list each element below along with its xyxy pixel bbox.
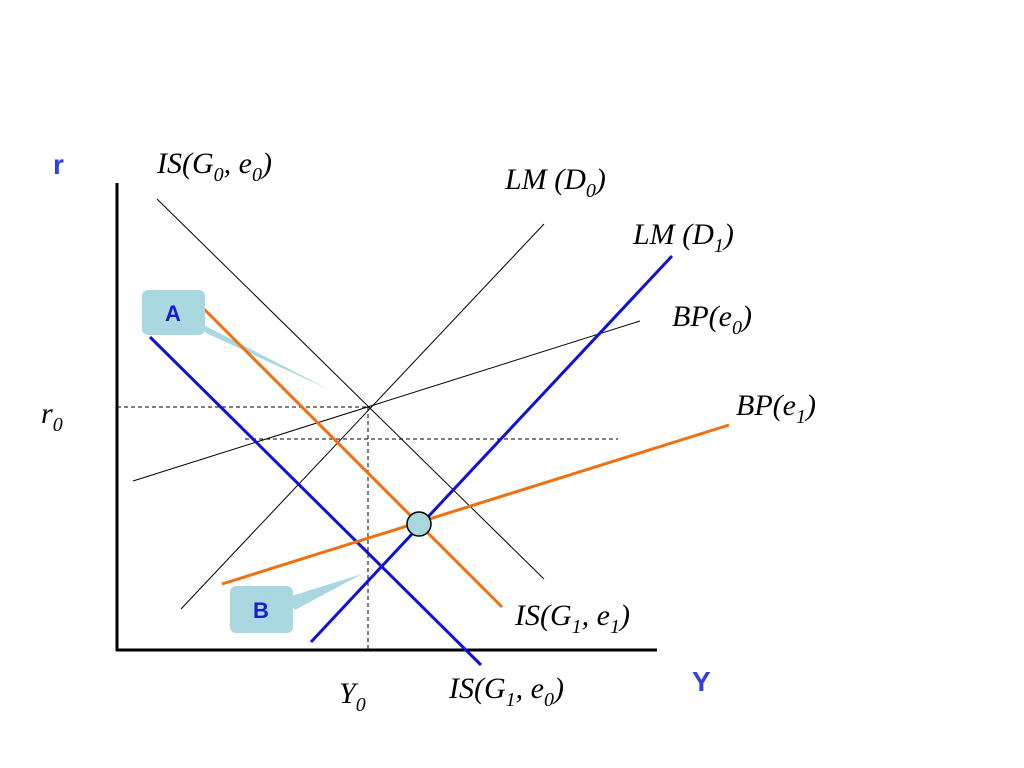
is-g1-e0-pre: IS <box>448 672 474 705</box>
lm-d1-pre: LM <box>632 218 677 251</box>
y0-label: Y0 <box>339 677 366 716</box>
y0-label-sub: 0 <box>356 694 366 716</box>
is-g0-e0-a: G <box>192 147 214 180</box>
is-g1-e0-sep: , <box>516 672 531 705</box>
callout-b-pointer <box>285 574 362 610</box>
is-g1-e1-sep: , <box>582 599 597 632</box>
lm-d1-close: ) <box>722 218 734 251</box>
bp-e0-open: ( <box>709 300 721 333</box>
lm-d0-pre: LM <box>504 163 549 196</box>
is-g1-e0-b: e <box>531 672 544 705</box>
bp-e0-pre: BP <box>672 300 709 333</box>
bp-e1-curve <box>221 423 730 586</box>
callout-a-label: A <box>165 301 181 326</box>
lm-d0-close: ) <box>594 163 606 196</box>
bp-e0-a: e <box>719 300 732 333</box>
is-g0-e0-label: IS(G0, e0) <box>156 147 272 186</box>
is-g0-e0-b-sub: 0 <box>252 164 262 186</box>
bp-e1-pre: BP <box>736 389 773 422</box>
bp-e0-curve <box>132 320 641 482</box>
lm-d1-curve <box>309 254 674 644</box>
callout-b-box <box>230 586 293 633</box>
is-g0-e0-a-sub: 0 <box>214 164 224 186</box>
is-g1-e1-a: G <box>550 599 572 632</box>
lm-d0-label: LM (D0) <box>504 163 606 202</box>
lm-d1-label: LM (D1) <box>632 218 734 257</box>
lm-d1-a: D <box>691 218 714 251</box>
bp-e1-close: ) <box>804 389 816 422</box>
lm-d1-open: ( <box>675 218 695 251</box>
lm-d0-curve <box>180 223 545 610</box>
y0-label-base: Y <box>339 677 359 710</box>
lm-d1-a-sub: 1 <box>714 235 724 257</box>
is-g1-e0-b-sub: 0 <box>544 689 554 711</box>
is-g0-e0-curve <box>156 198 545 580</box>
x-axis-label: Y <box>692 666 711 697</box>
r0-label: r0 <box>41 397 63 436</box>
bp-e1-label: BP(e1) <box>736 389 816 428</box>
y-axis-label: r <box>53 149 64 180</box>
is-g1-e1-label: IS(G1, e1) <box>514 599 630 638</box>
is-g1-e1-b-sub: 1 <box>610 616 620 638</box>
bp-e0-a-sub: 0 <box>732 317 742 339</box>
is-g0-e0-sep: , <box>224 147 239 180</box>
is-g1-e0-label: IS(G1, e0) <box>448 672 564 711</box>
is-g1-e1-b: e <box>597 599 610 632</box>
is-g0-e0-b: e <box>239 147 252 180</box>
is-g0-e0-pre: IS <box>156 147 182 180</box>
is-g1-e0-curve <box>148 335 483 667</box>
r0-label-base: r <box>41 397 53 430</box>
is-g1-e0-close: ) <box>552 672 564 705</box>
equilibrium-point <box>406 511 432 537</box>
is-g1-e0-a-sub: 1 <box>506 689 516 711</box>
is-g1-e1-a-sub: 1 <box>572 616 582 638</box>
is-g1-e1-open: ( <box>540 599 552 632</box>
lm-d0-a-sub: 0 <box>586 180 596 202</box>
bp-e1-open: ( <box>773 389 785 422</box>
is-g1-e1-close: ) <box>618 599 630 632</box>
is-g0-e0-close: ) <box>260 147 272 180</box>
is-g1-e0-a: G <box>484 672 506 705</box>
bp-e1-a: e <box>783 389 796 422</box>
r0-label-sub: 0 <box>53 414 63 436</box>
is-g1-e1-pre: IS <box>514 599 540 632</box>
callout-a-pointer <box>190 318 330 390</box>
bp-e0-close: ) <box>740 300 752 333</box>
callout-b-label: B <box>253 598 269 623</box>
is-g0-e0-open: ( <box>182 147 194 180</box>
is-g1-e0-open: ( <box>474 672 486 705</box>
bp-e0-label: BP(e0) <box>672 300 752 339</box>
lm-d0-a: D <box>563 163 586 196</box>
callout-a-box <box>142 290 205 335</box>
lm-d0-open: ( <box>547 163 567 196</box>
bp-e1-a-sub: 1 <box>796 406 806 428</box>
is-g1-e1-curve <box>196 301 504 609</box>
